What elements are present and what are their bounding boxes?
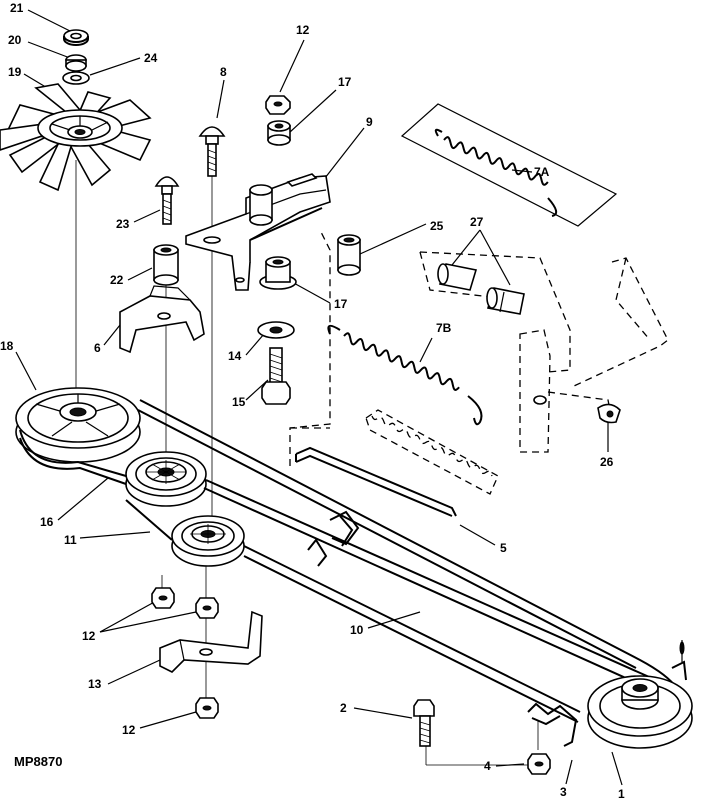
label-18: 18 xyxy=(0,339,14,353)
label-17-top: 17 xyxy=(338,75,352,89)
label-20: 20 xyxy=(8,33,22,47)
spring-7b xyxy=(327,324,483,426)
trans-pulley-1 xyxy=(587,640,693,749)
washer-stack xyxy=(62,29,90,85)
label-23: 23 xyxy=(116,217,130,231)
label-12-top: 12 xyxy=(296,23,310,37)
label-11: 11 xyxy=(64,533,77,547)
label-26: 26 xyxy=(600,455,614,469)
bushing-25 xyxy=(337,234,361,276)
label-13: 13 xyxy=(88,677,102,691)
hex-bolt-15 xyxy=(261,347,291,405)
label-3: 3 xyxy=(560,785,567,799)
label-7b: 7B xyxy=(436,321,452,335)
bushings-27 xyxy=(419,251,571,373)
spacer-22 xyxy=(153,244,179,286)
label-10: 10 xyxy=(350,623,364,637)
bushing-17-lower xyxy=(259,256,297,290)
nut-4 xyxy=(527,753,551,775)
belt-guide-3 xyxy=(527,702,578,747)
label-15: 15 xyxy=(232,395,246,409)
label-4: 4 xyxy=(484,759,491,773)
label-7a: 7A xyxy=(534,165,550,179)
idler-pulley-16 xyxy=(125,451,207,507)
bracket-6 xyxy=(119,285,205,354)
carriage-bolt-8 xyxy=(198,126,226,177)
drive-belt xyxy=(19,399,683,723)
label-12-bottom: 12 xyxy=(122,723,136,737)
label-6: 6 xyxy=(94,341,101,355)
label-22: 22 xyxy=(110,273,124,287)
label-21: 21 xyxy=(10,1,24,15)
phantom-lever xyxy=(519,257,669,453)
label-17-lower: 17 xyxy=(334,297,348,311)
idler-pulley-11 xyxy=(171,515,245,567)
clip-26 xyxy=(597,403,621,424)
phantom-spring xyxy=(365,409,499,495)
nuts-12-lower xyxy=(151,587,219,719)
engine-pulley-18 xyxy=(15,387,141,463)
spring-7a xyxy=(434,128,558,217)
label-16: 16 xyxy=(40,515,54,529)
bracket-13 xyxy=(159,610,263,673)
carriage-bolt-23 xyxy=(154,176,180,225)
label-2: 2 xyxy=(340,701,347,715)
callout-labels: 21 20 24 19 12 8 17 9 7A 27 25 23 22 17 … xyxy=(0,1,625,800)
label-8: 8 xyxy=(220,65,227,79)
label-19: 19 xyxy=(8,65,22,79)
label-14: 14 xyxy=(228,349,242,363)
spring-7a-box xyxy=(400,103,618,227)
assembly-lines xyxy=(75,160,539,766)
bolt-2 xyxy=(413,699,435,747)
top-nut-bushing xyxy=(265,95,291,146)
label-5: 5 xyxy=(500,541,507,555)
fan xyxy=(0,83,152,192)
phantom-rods xyxy=(289,229,331,466)
label-24: 24 xyxy=(144,51,158,65)
label-27: 27 xyxy=(470,215,484,229)
figure-code: MP8870 xyxy=(14,754,62,769)
label-9: 9 xyxy=(366,115,373,129)
idler-arm-9 xyxy=(185,173,331,291)
rod-5 xyxy=(295,446,457,517)
label-25: 25 xyxy=(430,219,444,233)
label-1: 1 xyxy=(618,787,625,800)
washer-14 xyxy=(257,321,295,339)
label-12-mid: 12 xyxy=(82,629,96,643)
